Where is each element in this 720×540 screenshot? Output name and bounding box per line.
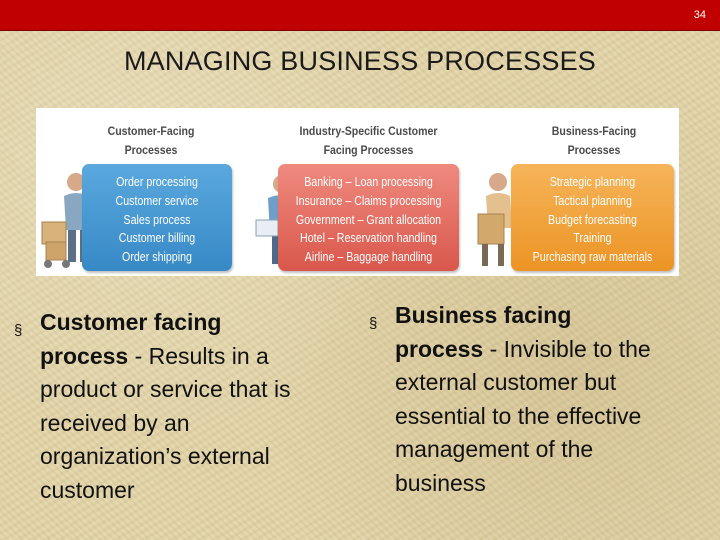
bullet-text: business	[395, 469, 486, 496]
business-facing-bullet: § Business facing process - Invisible to…	[369, 299, 714, 500]
bullet-text: product or service that is	[40, 376, 291, 402]
slide-title: MANAGING BUSINESS PROCESSES	[123, 46, 596, 76]
heading-line: Processes	[124, 143, 178, 157]
bullet-term: process	[40, 342, 129, 369]
process-item: Order processing	[116, 174, 198, 189]
heading-line: Industry-Specific Customer	[299, 124, 438, 138]
process-item: Hotel – Reservation handling	[300, 230, 437, 246]
process-item: Customer billing	[118, 230, 196, 246]
heading-line: Facing Processes	[323, 143, 414, 157]
bullet-text: customer	[40, 476, 135, 503]
bullet-term: Business facing	[395, 302, 572, 328]
process-item: Insurance – Claims processing	[295, 192, 442, 208]
business-facing-heading: Business-Facing Processes	[524, 122, 665, 160]
bullet-text: - Results in a	[128, 342, 269, 369]
top-bar: 34	[0, 0, 720, 31]
process-item: Customer service	[115, 192, 199, 208]
process-item: Order shipping	[122, 249, 192, 265]
bullet-text: - Invisible to the	[483, 335, 651, 362]
customer-facing-box: Order processing Customer service Sales …	[82, 164, 232, 271]
heading-line: Customer-Facing	[107, 124, 195, 138]
business-facing-box: Strategic planning Tactical planning Bud…	[511, 164, 674, 271]
customer-facing-heading: Customer-Facing Processes	[85, 122, 217, 160]
process-item: Airline – Baggage handling	[304, 249, 433, 265]
bullet-text: external customer but	[395, 369, 617, 395]
heading-line: Processes	[567, 143, 621, 157]
process-item: Tactical planning	[553, 192, 632, 208]
bullet-term: Customer facing	[40, 309, 222, 335]
process-figure: Customer-Facing Processes Industry-Speci…	[36, 108, 679, 276]
process-item: Budget forecasting	[548, 211, 637, 227]
bullet-term: process	[395, 335, 484, 362]
bullet-text: essential to the effective	[395, 402, 642, 429]
slide-number: 34	[693, 9, 706, 21]
industry-specific-box: Banking – Loan processing Insurance – Cl…	[278, 164, 459, 271]
process-item: Strategic planning	[549, 174, 636, 189]
business-person-icon	[477, 173, 512, 266]
process-item: Purchasing raw materials	[532, 249, 653, 265]
bullet-text: organization’s external	[40, 443, 270, 469]
process-item: Government – Grant allocation	[295, 211, 442, 227]
process-item: Banking – Loan processing	[304, 174, 433, 189]
bullet-text: management of the	[395, 436, 594, 462]
customer-facing-bullet: § Customer facing process - Results in a…	[14, 306, 364, 507]
process-item: Training	[573, 230, 612, 246]
industry-specific-heading: Industry-Specific Customer Facing Proces…	[283, 122, 455, 160]
heading-line: Business-Facing	[551, 124, 637, 138]
bullet-marker: §	[14, 322, 23, 339]
bullet-marker: §	[369, 315, 378, 332]
bullet-text: received by an	[40, 409, 190, 436]
process-item: Sales process	[123, 211, 191, 227]
